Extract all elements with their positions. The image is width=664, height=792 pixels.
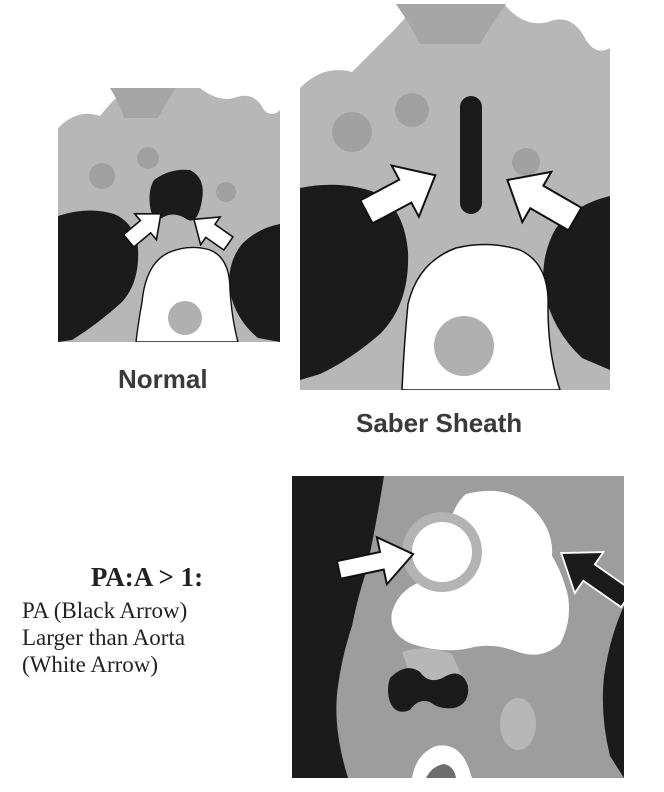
- saber-right-lung: [543, 196, 610, 370]
- normal-arrow-right: [192, 215, 235, 252]
- pa-lower-vessel: [412, 745, 472, 778]
- pa-bronchus: [388, 668, 469, 712]
- normal-arrow-left: [122, 212, 162, 249]
- normal-heart: [135, 246, 239, 342]
- pa-aorta-text: PA:A > 1: PA (Black Arrow) Larger than A…: [22, 562, 272, 678]
- saber-arrow-left: [358, 164, 437, 225]
- normal-diagram: [58, 88, 280, 342]
- pa-black-arrow: [559, 551, 624, 609]
- normal-top-right-notch: [200, 88, 280, 114]
- pa-lower-vessel-core: [426, 764, 456, 778]
- saber-arrow-right: [506, 170, 583, 232]
- saber-vessel-right: [512, 148, 540, 176]
- normal-left-lung: [58, 210, 139, 342]
- normal-vessel-right: [216, 182, 236, 202]
- saber-vessel-center: [395, 93, 429, 127]
- normal-vessel-center: [137, 147, 159, 169]
- normal-top-left-notch: [58, 88, 128, 128]
- pa-aorta-diagram-svg: [292, 476, 624, 778]
- pa-aorta-diagram: [292, 476, 624, 778]
- pa-aorta-title: PA:A > 1:: [90, 562, 204, 592]
- pa-aorta-line-2: Larger than Aorta: [22, 625, 186, 650]
- saber-top-right-notch: [504, 4, 610, 51]
- saber-vessel-left: [332, 112, 372, 152]
- normal-trachea: [149, 169, 203, 221]
- saber-left-lung: [300, 184, 409, 380]
- saber-trachea: [460, 96, 482, 214]
- pa-aorta-lumen: [412, 522, 472, 582]
- normal-diagram-svg: [58, 88, 280, 342]
- normal-upper-mediastinum: [110, 88, 176, 118]
- saber-upper-mediastinum: [396, 4, 506, 44]
- saber-sheath-diagram: [300, 4, 610, 390]
- saber-sheath-caption: Saber Sheath: [356, 408, 523, 438]
- pa-small-vessel: [500, 698, 536, 750]
- saber-sheath-diagram-svg: [300, 4, 610, 390]
- normal-vessel-left: [89, 163, 115, 189]
- pa-white-arrow: [335, 535, 415, 587]
- saber-aorta-circle: [434, 316, 494, 376]
- pa-main-pulmonary-artery: [391, 490, 569, 655]
- pa-aorta-line-3: (White Arrow): [22, 652, 159, 677]
- normal-right-lung: [229, 224, 280, 342]
- normal-aorta-circle: [168, 301, 202, 335]
- normal-caption: Normal: [118, 364, 208, 394]
- saber-top-left-notch: [300, 4, 420, 88]
- pa-aorta-line-1: PA (Black Arrow): [22, 598, 188, 623]
